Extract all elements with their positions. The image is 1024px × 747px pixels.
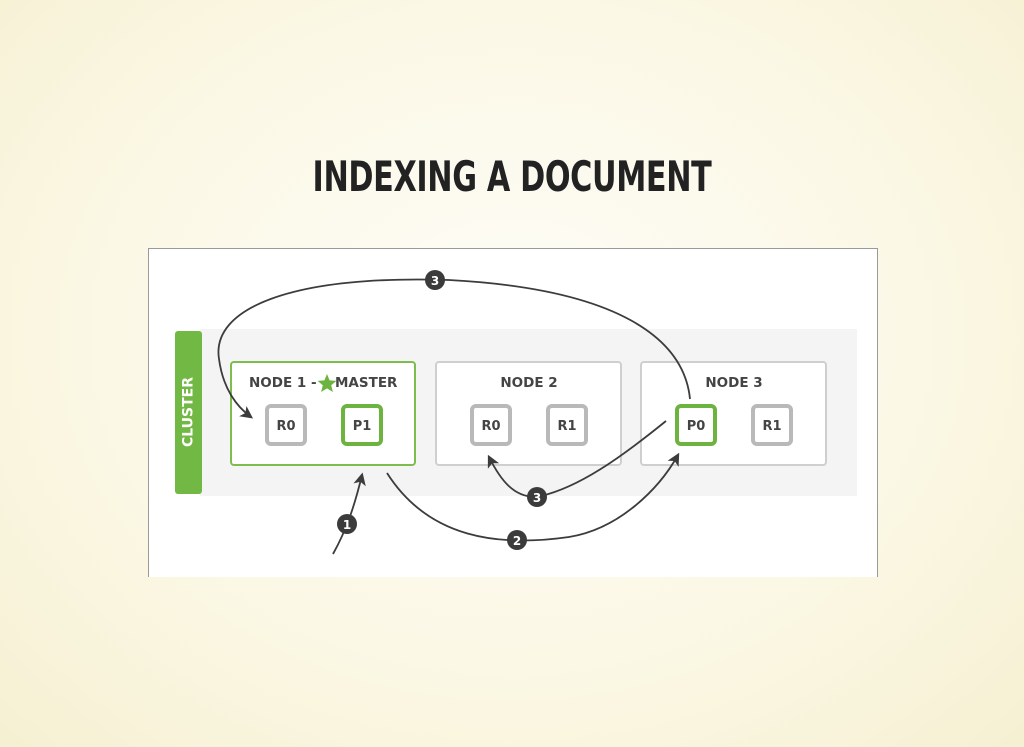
arrow-step-3-replica [487,420,667,498]
diagram-figure: CLUSTER NODE 1 - MASTER R0 P1 NODE 2 R0 … [148,248,878,577]
arrow-step-3-ack [217,278,691,419]
node-2-label: NODE 2 [500,375,557,391]
svg-text:3: 3 [431,274,439,288]
node-2-shard-r0-label: R0 [481,419,500,434]
node-1-shard-r0-label: R0 [276,419,295,434]
slide-title: INDEXING A DOCUMENT [312,152,712,201]
node-2-shard-r0 [470,404,512,446]
node-3-shard-r1-label: R1 [762,419,781,434]
star-icon [317,374,337,392]
node-1: NODE 1 - MASTER R0 P1 [230,361,416,466]
node-3-shard-r1 [751,404,793,446]
node-1-label: NODE 1 - [249,375,317,391]
node-1-shard-r0 [265,404,307,446]
diagram-svg: CLUSTER NODE 1 - MASTER R0 P1 NODE 2 R0 … [175,270,857,555]
svg-text:1: 1 [343,518,351,532]
arrow-step-2 [386,452,680,542]
node-3-shard-p0-label: P0 [687,419,706,434]
svg-text:2: 2 [513,534,521,548]
node-2-shard-r1-label: R1 [557,419,576,434]
node-2-shard-r1 [546,404,588,446]
step-badge-3-ack: 3 [425,270,445,290]
node-2: NODE 2 R0 R1 [435,361,622,466]
step-badge-2: 2 [507,530,527,550]
step-badge-1: 1 [337,514,357,534]
node-3-shard-p0 [675,404,717,446]
node-3: NODE 3 P0 R1 [640,361,827,466]
cluster-label: CLUSTER [181,377,197,447]
cluster-bar [175,331,202,494]
svg-text:3: 3 [533,491,541,505]
node-1-master-label: MASTER [335,375,398,391]
node-1-shard-p1-label: P1 [353,419,372,434]
node-1-shard-p1 [341,404,383,446]
step-badge-3-replica: 3 [527,487,547,507]
node-3-label: NODE 3 [705,375,762,391]
